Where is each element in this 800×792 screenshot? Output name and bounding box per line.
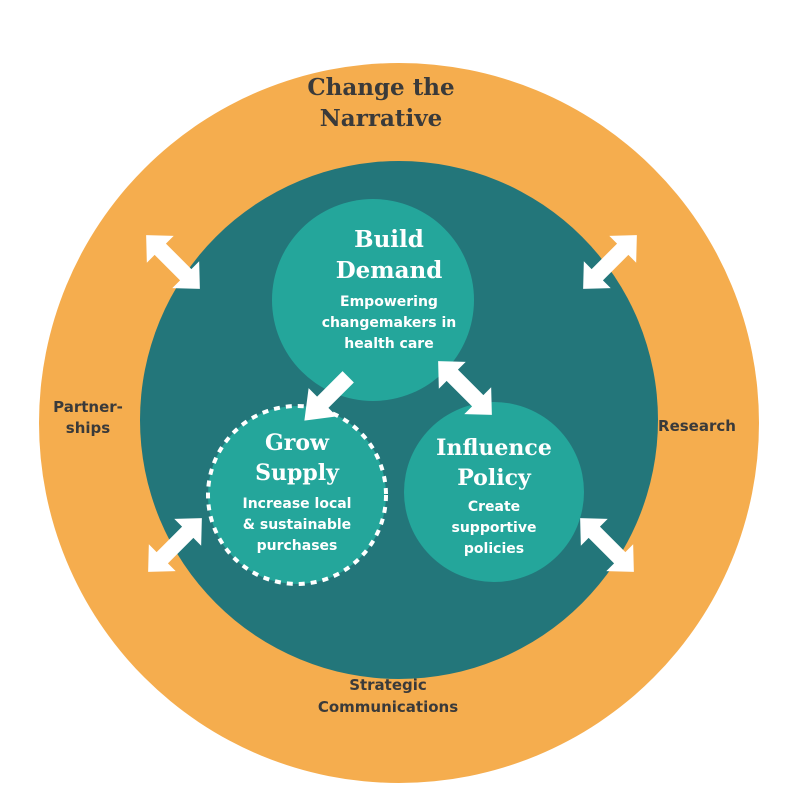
- build-demand-title-line2: Demand: [336, 257, 443, 284]
- strategic-communications-line2: Communications: [318, 698, 458, 716]
- grow-supply-title-line1: Grow: [265, 430, 330, 456]
- partnerships-label-line1: Partner-: [53, 398, 123, 416]
- outer-title: Change the Narrative: [307, 74, 454, 132]
- build-demand-node: Build Demand Empowering changemakers in …: [322, 226, 457, 352]
- build-demand-title-line1: Build: [354, 226, 424, 253]
- build-demand-desc-line2: changemakers in: [322, 315, 457, 331]
- outer-title-line2: Narrative: [320, 105, 442, 132]
- influence-policy-title-line1: Influence: [436, 435, 552, 461]
- influence-policy-desc-line1: Create: [468, 499, 520, 515]
- research-label: Research: [658, 417, 736, 435]
- build-demand-circle: [272, 199, 474, 401]
- strategic-communications-line1: Strategic: [349, 676, 427, 694]
- grow-supply-desc-line2: & sustainable: [243, 517, 351, 533]
- grow-supply-desc-line1: Increase local: [243, 496, 352, 512]
- outer-title-line1: Change the: [307, 74, 454, 101]
- grow-supply-title-line2: Supply: [255, 460, 340, 486]
- influence-policy-node: Influence Policy Create supportive polic…: [436, 435, 552, 557]
- build-demand-desc-line3: health care: [344, 336, 433, 352]
- build-demand-desc-line1: Empowering: [340, 294, 438, 310]
- grow-supply-desc-line3: purchases: [257, 538, 338, 554]
- influence-policy-title-line2: Policy: [457, 465, 532, 491]
- grow-supply-node: Grow Supply Increase local & sustainable…: [243, 430, 352, 554]
- partnerships-label-line2: ships: [66, 419, 110, 437]
- influence-policy-desc-line3: policies: [464, 541, 524, 557]
- influence-policy-circle: [404, 402, 584, 582]
- influence-policy-desc-line2: supportive: [452, 520, 537, 536]
- grow-supply-circle: [206, 404, 388, 586]
